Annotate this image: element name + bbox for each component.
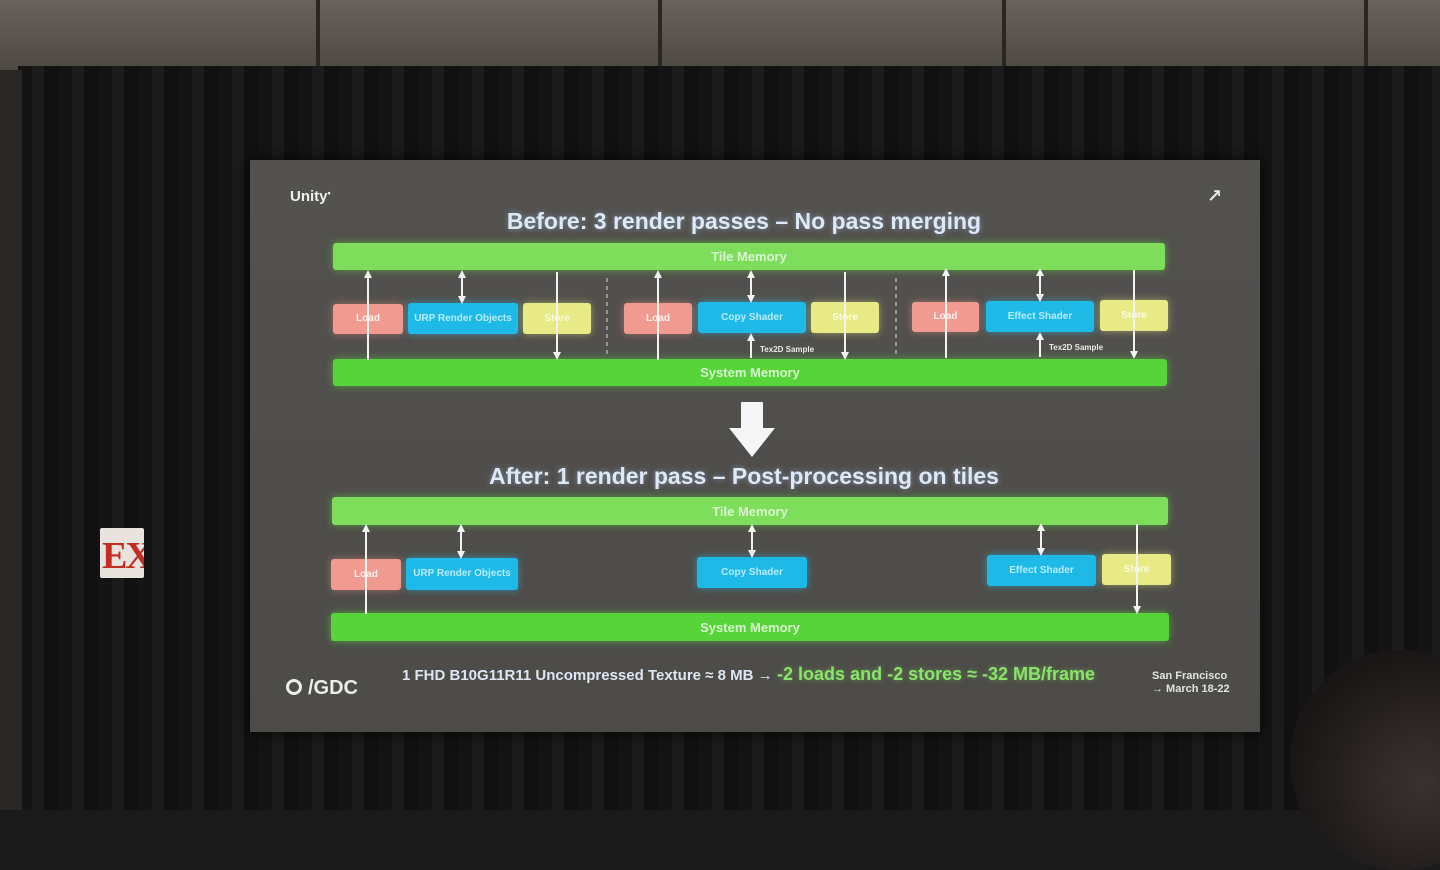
load-box: Load <box>333 304 403 334</box>
gdc-text: /GDC <box>308 677 358 699</box>
event-location: San Francisco <box>1152 670 1228 682</box>
tex2d-sample-label: Tex2D Sample <box>760 345 815 354</box>
system-memory-bar: System Memory <box>333 359 1167 386</box>
exit-sign-text: EXI <box>102 535 144 577</box>
effect-shader-box: Effect Shader <box>987 555 1096 586</box>
effect-shader-box: Effect Shader <box>986 301 1094 332</box>
store-box: Store <box>1102 554 1171 585</box>
ceiling <box>0 0 1440 70</box>
tile-memory-bar: Tile Memory <box>333 243 1165 270</box>
urp-render-objects-box: URP Render Objects <box>408 303 518 334</box>
ceiling-seam <box>1364 0 1368 70</box>
urp-render-objects-box: URP Render Objects <box>406 558 518 590</box>
down-arrow-icon <box>729 402 775 457</box>
brand-mark: • <box>327 188 331 198</box>
store-box: Store <box>523 303 591 334</box>
ceiling-seam <box>316 0 320 70</box>
before-title: Before: 3 render passes – No pass mergin… <box>506 208 982 234</box>
after-title: After: 1 render pass – Post-processing o… <box>489 463 999 489</box>
event-dates: → March 18-22 <box>1152 683 1230 695</box>
copy-shader-box: Copy Shader <box>697 557 807 588</box>
load-box: Load <box>331 559 401 590</box>
wall <box>0 70 22 810</box>
load-box: Load <box>624 303 692 334</box>
diagonal-arrow-icon: ↗ <box>1207 186 1223 207</box>
tile-memory-bar: Tile Memory <box>332 497 1168 525</box>
load-box: Load <box>912 302 979 332</box>
event-info: San Francisco → March 18-22 <box>1152 670 1230 696</box>
savings-note: -2 loads and -2 stores ≈ -32 MB/frame <box>777 664 1096 684</box>
store-box: Store <box>1100 300 1168 331</box>
footer-note: 1 FHD B10G11R11 Uncompressed Texture ≈ 8… <box>402 664 1095 685</box>
tex2d-sample-label: Tex2D Sample <box>1049 343 1104 352</box>
brand-text: Unity <box>290 188 328 205</box>
ceiling-seam <box>1002 0 1006 70</box>
exit-sign: EXI <box>100 528 144 578</box>
gdc-logo: /GDC <box>286 677 358 700</box>
system-memory-bar: System Memory <box>331 613 1169 641</box>
store-box: Store <box>811 302 879 333</box>
gdc-logo-icon <box>286 679 302 695</box>
texture-note: 1 FHD B10G11R11 Uncompressed Texture ≈ 8… <box>402 667 773 684</box>
unity-logo: Unity• <box>290 188 331 205</box>
copy-shader-box: Copy Shader <box>698 302 806 333</box>
ceiling-seam <box>658 0 662 70</box>
